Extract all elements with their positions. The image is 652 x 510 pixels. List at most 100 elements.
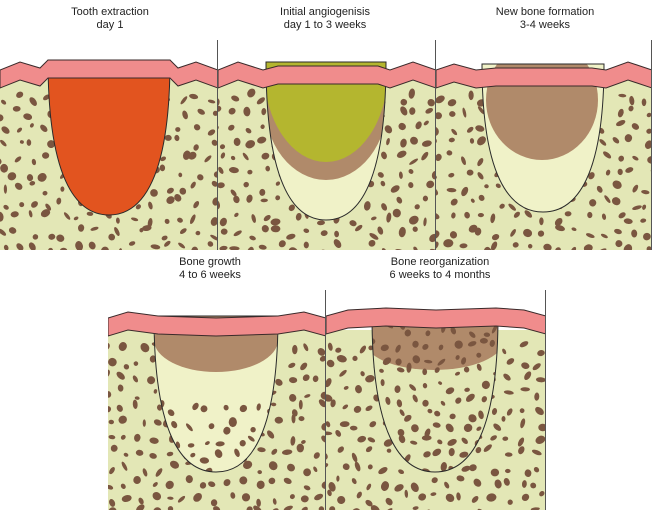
bone-pore <box>189 93 199 100</box>
bone-pore <box>47 140 56 149</box>
bone-pore <box>489 339 495 347</box>
bone-pore <box>390 185 400 193</box>
bone-pore <box>382 357 392 366</box>
bone-pore <box>463 423 473 433</box>
bone-pore <box>642 204 647 210</box>
bone-pore <box>431 477 438 484</box>
bone-pore <box>270 218 281 226</box>
bone-pore <box>257 470 262 475</box>
bone-pore <box>142 225 152 232</box>
bone-pore <box>400 138 407 148</box>
bone-pore <box>303 343 309 352</box>
bone-pore <box>447 99 457 107</box>
bone-pore <box>330 399 336 408</box>
bone-pore <box>386 448 392 453</box>
bone-pore <box>505 468 511 474</box>
bone-pore <box>395 358 402 366</box>
bone-pore <box>408 215 419 225</box>
bone-pore <box>337 495 346 505</box>
bone-pore <box>507 499 513 505</box>
bone-pore <box>228 417 237 428</box>
bone-pore <box>147 217 153 228</box>
bone-pore <box>400 106 408 116</box>
bone-pore <box>418 493 427 501</box>
bone-pore <box>166 187 174 194</box>
bone-pore <box>118 341 127 352</box>
bone-pore <box>383 439 393 447</box>
bone-pore <box>298 416 305 422</box>
bone-pore <box>599 139 607 146</box>
bone-pore <box>600 233 608 239</box>
bone-pore <box>288 247 298 250</box>
bone-pore <box>521 362 530 370</box>
bone-pore <box>450 326 457 335</box>
bone-pore <box>303 468 312 477</box>
bone-pore <box>174 194 182 202</box>
bone-pore <box>161 235 168 241</box>
bone-pore <box>412 226 418 232</box>
bone-pore <box>239 404 248 413</box>
bone-pore <box>178 242 186 249</box>
bone-pore <box>245 140 256 149</box>
bone-pore <box>455 355 460 360</box>
bone-pore <box>138 497 144 505</box>
bone-pore <box>148 201 153 210</box>
bone-pore <box>370 505 380 510</box>
bone-pore <box>218 182 225 189</box>
bone-pore <box>339 421 350 428</box>
bone-pore <box>327 489 332 497</box>
socket-outline <box>481 63 605 213</box>
bone-pore <box>204 155 212 163</box>
bone-pore <box>535 406 544 416</box>
bone-pore <box>108 419 114 425</box>
bone-pore <box>218 105 222 112</box>
bone-pore <box>410 482 419 493</box>
bone-pore <box>329 506 336 510</box>
bone-pore <box>646 128 652 134</box>
bone-pore <box>532 363 541 371</box>
bone-pore <box>381 203 388 211</box>
bone-pore <box>166 451 174 457</box>
bone-pore <box>463 366 470 373</box>
bone-pore <box>408 169 414 174</box>
bone-pore <box>354 224 363 232</box>
bone-pore <box>117 384 124 392</box>
bone-pore <box>534 392 540 401</box>
bone-pore <box>398 434 406 444</box>
bone-pore <box>153 419 162 426</box>
bone-pore <box>443 239 454 248</box>
bone-pore <box>199 457 210 464</box>
bone-pore <box>268 461 278 471</box>
bone-pore <box>398 226 406 238</box>
bone-pore <box>481 380 490 390</box>
bone-pore <box>483 444 492 452</box>
bone-pore <box>171 421 178 429</box>
bone-pore <box>477 136 486 146</box>
bone-pore <box>108 434 116 440</box>
stage-4-illustration <box>108 290 326 510</box>
bone-pore <box>243 460 253 470</box>
bone-pore <box>555 247 561 250</box>
bone-pore <box>132 399 138 409</box>
bone-pore <box>632 184 639 193</box>
bone-pore <box>321 423 326 431</box>
bone-pore <box>134 433 141 442</box>
bone-pore <box>32 234 39 240</box>
bone-pore <box>396 196 403 204</box>
bone-pore <box>409 384 417 391</box>
bone-pore <box>396 150 407 158</box>
bone-pore <box>412 506 419 510</box>
bone-pore <box>448 172 455 178</box>
bone-pore <box>239 440 246 447</box>
gingiva <box>218 61 436 89</box>
bone-pore <box>502 436 509 441</box>
bone-pore <box>121 461 128 471</box>
bone-pore <box>327 342 333 351</box>
bone-pore <box>275 378 283 386</box>
bone-pore <box>300 362 308 371</box>
bone-pore <box>188 151 197 160</box>
bone-pore <box>539 491 545 497</box>
bone-pore <box>223 404 229 411</box>
bone-pore <box>326 359 335 368</box>
bone-pore <box>16 243 24 250</box>
